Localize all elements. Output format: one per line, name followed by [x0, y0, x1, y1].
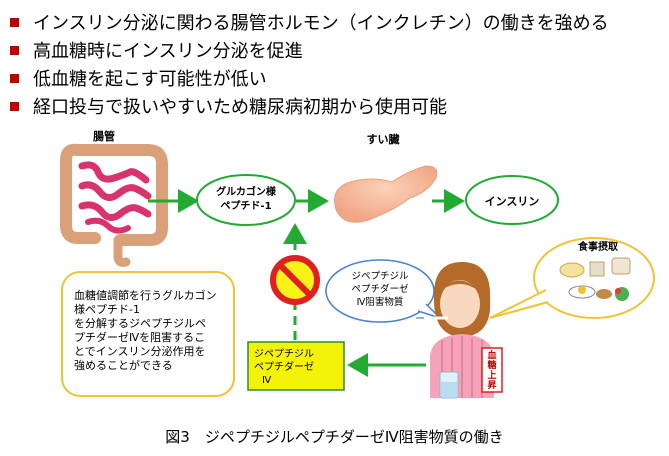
bullet-square-icon [10, 45, 19, 55]
explanation-line: プチダーゼⅣを阻害するこ [74, 330, 205, 344]
explanation-line: 血糖値調節を行うグルカゴン [74, 288, 217, 302]
prohibition-icon [270, 255, 320, 305]
dpp4-label-line2: ペプチダーゼ [254, 360, 314, 373]
inhibitor-label-line1: ジペプチジル [351, 271, 409, 282]
blood-sugar-rise-char: 血 [487, 349, 496, 361]
inhibitor-label-line2: ペプチダーゼ [351, 283, 409, 295]
explanation-note [61, 271, 235, 397]
inhibitor-label-line3: Ⅳ阻害物質 [357, 296, 404, 308]
bullet-list: インスリン分泌に関わる腸管ホルモン（インクレチン）の働きを強める 高血糖時にイン… [10, 8, 660, 120]
explanation-line: 強めることができる [74, 358, 173, 372]
dpp4-label-line3: Ⅳ [262, 375, 272, 386]
explanation-line: を分解するジペプチジルペ [74, 316, 206, 330]
bullet-square-icon [10, 73, 19, 83]
glp1-label-line1: グルカゴン様 [216, 185, 277, 198]
bullet-square-icon [10, 17, 19, 27]
meal-icon [559, 257, 631, 301]
insulin-circle [465, 175, 559, 225]
intestine-icon [60, 143, 168, 267]
figure-caption: 図3 ジペプチジルペプチダーゼⅣ阻害物質の働き [165, 428, 504, 446]
dpp4-label-line1: ジペプチジル [254, 348, 314, 360]
pancreas-label: すい臓 [367, 132, 400, 146]
glp1-circle [196, 174, 296, 226]
bullet-item: 低血糖を起こす可能性が低い [10, 64, 660, 92]
dpp4-box [247, 341, 345, 391]
blood-sugar-rise-char: 糖 [487, 359, 496, 371]
blood-sugar-rise-char: 上 [487, 369, 496, 381]
blood-sugar-rise-char: 昇 [487, 380, 496, 391]
woman-drinking-icon [416, 262, 494, 399]
bullet-item: インスリン分泌に関わる腸管ホルモン（インクレチン）の働きを強める [10, 8, 660, 36]
intestine-label: 腸管 [93, 129, 115, 143]
bullet-square-icon [10, 101, 19, 111]
glp1-label-line2: ペプチド-1 [220, 199, 271, 212]
meal-bubble [489, 237, 655, 319]
blood-sugar-rise-box [481, 347, 503, 393]
inhibitor-bubble [325, 259, 441, 323]
insulin-label: インスリン [485, 195, 540, 208]
bullet-item: 高血糖時にインスリン分泌を促進 [10, 36, 660, 64]
bullet-item: 経口投与で扱いやすいため糖尿病初期から使用可能 [10, 92, 660, 120]
pancreas-icon [334, 165, 438, 223]
explanation-line: 様ペプチド-1 [74, 302, 140, 316]
incretin-diagram: 腸管 グルカゴン様 ペプチド-1 すい臓 インスリン ジペプチジル ペプチダーゼ… [60, 129, 655, 399]
meal-label: 食事摂取 [577, 240, 619, 253]
explanation-line: とでインスリン分泌作用を [74, 345, 205, 358]
